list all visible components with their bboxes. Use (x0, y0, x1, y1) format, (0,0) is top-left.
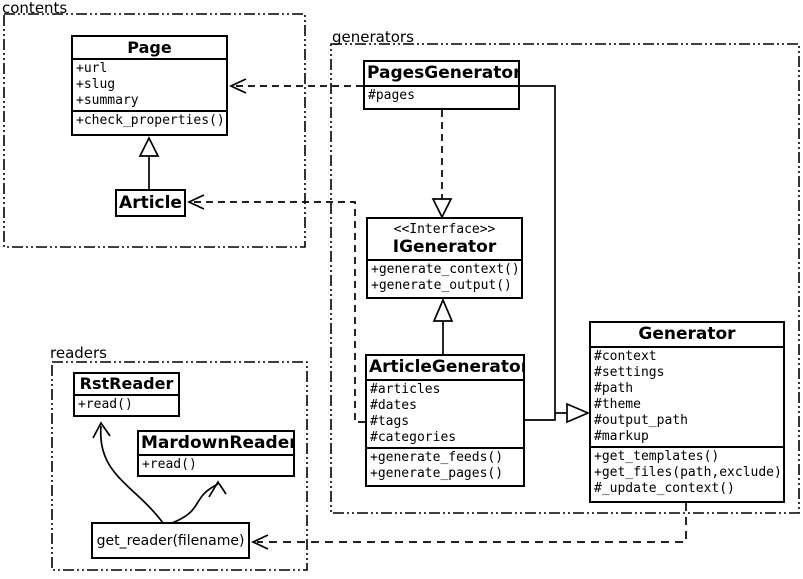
class-igenerator-methods: +generate_context() +generate_output() (368, 259, 521, 295)
class-rstreader-title: RstReader (79, 374, 174, 393)
attribute: #output_path (594, 413, 688, 428)
class-igenerator: <<Interface>> IGenerator +generate_conte… (366, 217, 523, 299)
class-pagesgenerator: PagesGenerator #pages (363, 60, 520, 110)
class-mardownreader-methods: +read() (139, 454, 293, 474)
class-articlegenerator-title: ArticleGenerator (369, 357, 525, 377)
attribute: #settings (594, 365, 665, 380)
class-articlegenerator: ArticleGenerator #articles #dates #tags … (365, 354, 525, 487)
attribute: #tags (370, 414, 410, 429)
attribute: #markup (594, 429, 649, 444)
attribute: #dates (370, 398, 417, 413)
method: +get_files(path,exclude) (594, 465, 782, 480)
node-get-reader-label: get_reader(filename) (96, 532, 245, 549)
method: +generate_feeds() (370, 450, 504, 465)
class-page-methods: +check_properties() (73, 110, 226, 130)
class-generator-attributes: #context #settings #path #theme #output_… (591, 346, 783, 446)
class-rstreader-methods: +read() (75, 394, 178, 414)
attribute: #context (594, 349, 657, 364)
class-pagesgenerator-attributes: #pages (365, 85, 518, 105)
attribute: +slug (76, 77, 116, 92)
attribute: +url (76, 61, 108, 76)
class-page: Page +url +slug +summary +check_properti… (71, 35, 228, 136)
class-article-title: Article (119, 193, 182, 213)
class-pagesgenerator-title: PagesGenerator (367, 63, 520, 83)
package-label-readers: readers (50, 344, 107, 362)
method: +generate_pages() (370, 466, 504, 481)
attribute: #path (594, 381, 634, 396)
arrow-getreader-to-rstreader (92, 421, 164, 524)
class-igenerator-stereotype: <<Interface>> (393, 222, 496, 237)
generalization-to-generator (520, 85, 591, 424)
class-generator-methods: +get_templates() +get_files(path,exclude… (591, 446, 783, 498)
attribute: #pages (368, 88, 415, 103)
class-articlegenerator-methods: +generate_feeds() +generate_pages() (367, 447, 523, 483)
generalization-article-to-page (138, 136, 160, 189)
method: +generate_context() (371, 262, 520, 277)
method: +generate_output() (371, 278, 512, 293)
attribute: #categories (370, 430, 457, 445)
arrow-getreader-to-mardownreader (171, 480, 227, 524)
package-label-generators: generators (332, 28, 414, 46)
generalization-articlegenerator-to-igenerator (432, 297, 454, 354)
dependency-articlegenerator-to-article (186, 194, 365, 423)
class-mardownreader-title: MardownReader (141, 433, 295, 453)
method: #_update_context() (594, 481, 735, 496)
node-get-reader: get_reader(filename) (91, 522, 250, 559)
class-article: Article (115, 189, 186, 217)
attribute: +summary (76, 93, 139, 108)
attribute: #theme (594, 397, 641, 412)
realization-pagesgenerator-to-igenerator (431, 110, 453, 219)
package-frame-contents (3, 13, 306, 248)
method: +read() (78, 397, 133, 412)
dependency-pagesgenerator-to-page (228, 78, 363, 94)
method: +read() (142, 457, 197, 472)
class-generator-title: Generator (638, 324, 736, 344)
package-frame-readers (51, 361, 308, 571)
class-page-title: Page (127, 38, 172, 57)
class-articlegenerator-attributes: #articles #dates #tags #categories (367, 379, 523, 447)
method: +check_properties() (76, 113, 225, 128)
package-frame-generators (330, 43, 800, 514)
attribute: #articles (370, 382, 441, 397)
class-generator: Generator #context #settings #path #them… (589, 321, 785, 503)
class-rstreader: RstReader +read() (73, 372, 180, 417)
class-page-attributes: +url +slug +summary (73, 58, 226, 110)
method: +get_templates() (594, 449, 720, 464)
class-igenerator-title: IGenerator (392, 237, 497, 257)
class-mardownreader: MardownReader +read() (137, 430, 295, 477)
package-label-contents: contents (2, 0, 68, 17)
dependency-generator-to-getreader (250, 503, 687, 550)
